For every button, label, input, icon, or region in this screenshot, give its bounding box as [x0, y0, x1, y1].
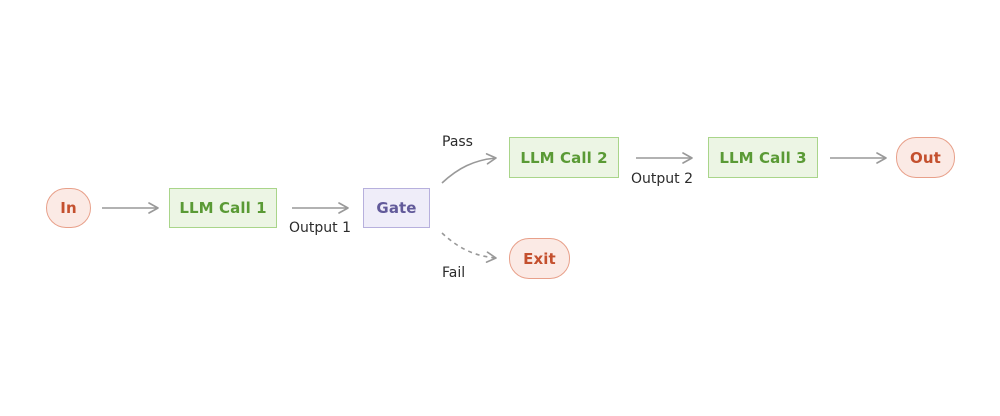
node-llm-call-1: LLM Call 1 — [169, 188, 277, 228]
node-gate-label: Gate — [376, 199, 417, 217]
arrow-gate-to-exit — [441, 232, 497, 263]
edge-label-pass: Pass — [442, 134, 473, 150]
node-exit: Exit — [509, 238, 570, 279]
node-llm-call-3: LLM Call 3 — [708, 137, 818, 178]
node-llm-call-2-label: LLM Call 2 — [520, 148, 608, 167]
node-llm-call-3-label: LLM Call 3 — [719, 148, 807, 167]
edge-label-output-1: Output 1 — [289, 220, 351, 236]
edge-label-output-2: Output 2 — [631, 171, 693, 187]
node-llm-call-1-label: LLM Call 1 — [179, 199, 267, 217]
edge-label-fail: Fail — [442, 265, 466, 281]
node-in-label: In — [60, 199, 77, 217]
node-out-label: Out — [910, 148, 941, 167]
node-llm-call-2: LLM Call 2 — [509, 137, 619, 178]
node-out: Out — [896, 137, 955, 178]
node-in: In — [46, 188, 91, 228]
node-gate: Gate — [363, 188, 430, 228]
arrow-gate-to-llm-call-2 — [441, 153, 497, 184]
node-exit-label: Exit — [523, 249, 556, 268]
